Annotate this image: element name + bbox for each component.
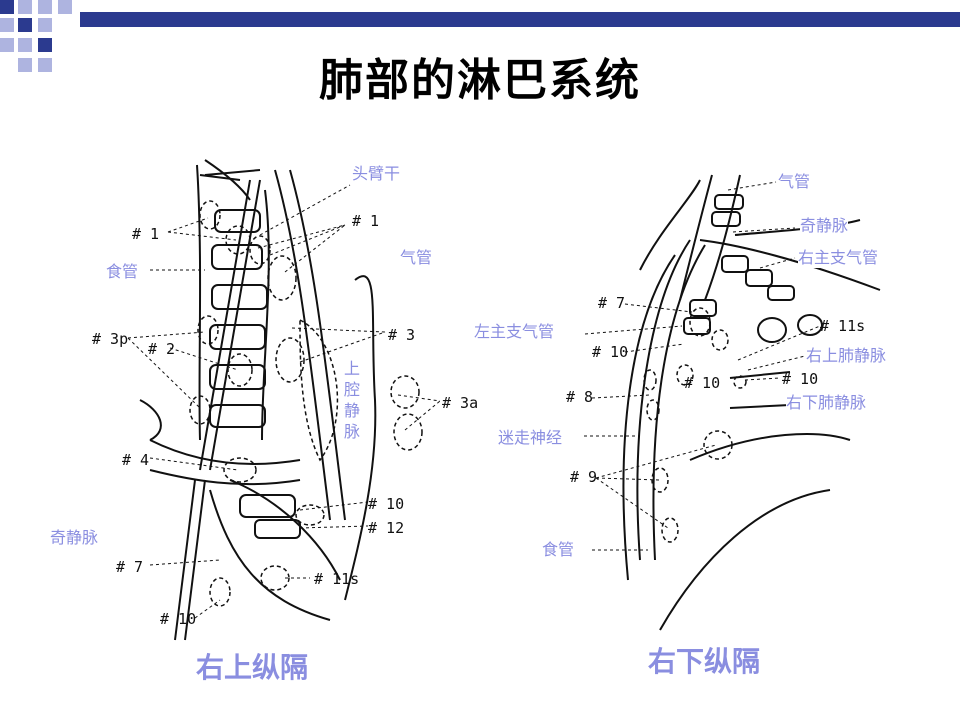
station-10-right-a: # 10 [592,343,629,361]
left-lymph-nodes [189,200,423,607]
station-7-right: # 7 [598,294,626,312]
deco-square [38,18,52,32]
right-lymph-nodes [643,307,747,543]
deco-square [18,0,32,14]
label-esophagus-right: 食管 [542,540,575,560]
label-right-superior-pulmonary-vein: 右上肺静脉 [806,346,887,366]
slide-title: 肺部的淋巴系统 [319,55,641,106]
station-10-right-c: # 10 [782,370,819,388]
station-3p: # 3p [92,330,129,348]
station-2: # 2 [148,340,176,358]
deco-square [38,58,52,72]
station-11s-left: # 11s [314,570,360,588]
deco-square [38,0,52,14]
station-8: # 8 [566,388,594,406]
left-diagram-drawing [139,159,377,641]
station-10-left-bottom: # 10 [160,610,197,628]
station-3: # 3 [388,326,416,344]
deco-square [18,58,32,72]
label-azygos-left: 奇静脉 [50,528,99,548]
station-10-right-b: # 10 [684,374,721,392]
deco-square [58,0,72,14]
header-bar [80,12,960,27]
station-12: # 12 [368,519,405,537]
label-esophagus-left: 食管 [106,262,139,282]
station-4: # 4 [122,451,150,469]
label-trachea-left: 气管 [400,248,433,268]
label-left-main-bronchus: 左主支气管 [474,322,555,342]
deco-square [0,0,14,14]
caption-right-upper-mediastinum: 右上纵隔 [196,651,309,684]
station-1b: # 1 [352,212,380,230]
deco-square [0,18,14,32]
deco-square [0,38,14,52]
station-10: # 10 [368,495,405,513]
left-leader-lines [127,184,441,619]
station-9: # 9 [570,468,598,486]
station-3a: # 3a [442,394,479,412]
label-superior-vena-cava: 上腔静脉 [342,358,362,442]
station-7-left: # 7 [116,558,144,576]
label-right-main-bronchus: 右主支气管 [798,248,879,268]
caption-right-lower-mediastinum: 右下纵隔 [648,645,761,678]
deco-square [18,18,32,32]
right-leader-lines [584,181,821,551]
label-vagus-nerve: 迷走神经 [498,428,563,448]
deco-square [38,38,52,52]
label-brachiocephalic-trunk: 头臂干 [352,164,401,184]
station-11s-right: # 11s [820,317,866,335]
label-right-inferior-pulmonary-vein: 右下肺静脉 [786,393,867,413]
station-1a: # 1 [132,225,160,243]
label-azygos-right: 奇静脉 [800,216,849,236]
label-trachea-right: 气管 [778,172,811,192]
deco-square [18,38,32,52]
